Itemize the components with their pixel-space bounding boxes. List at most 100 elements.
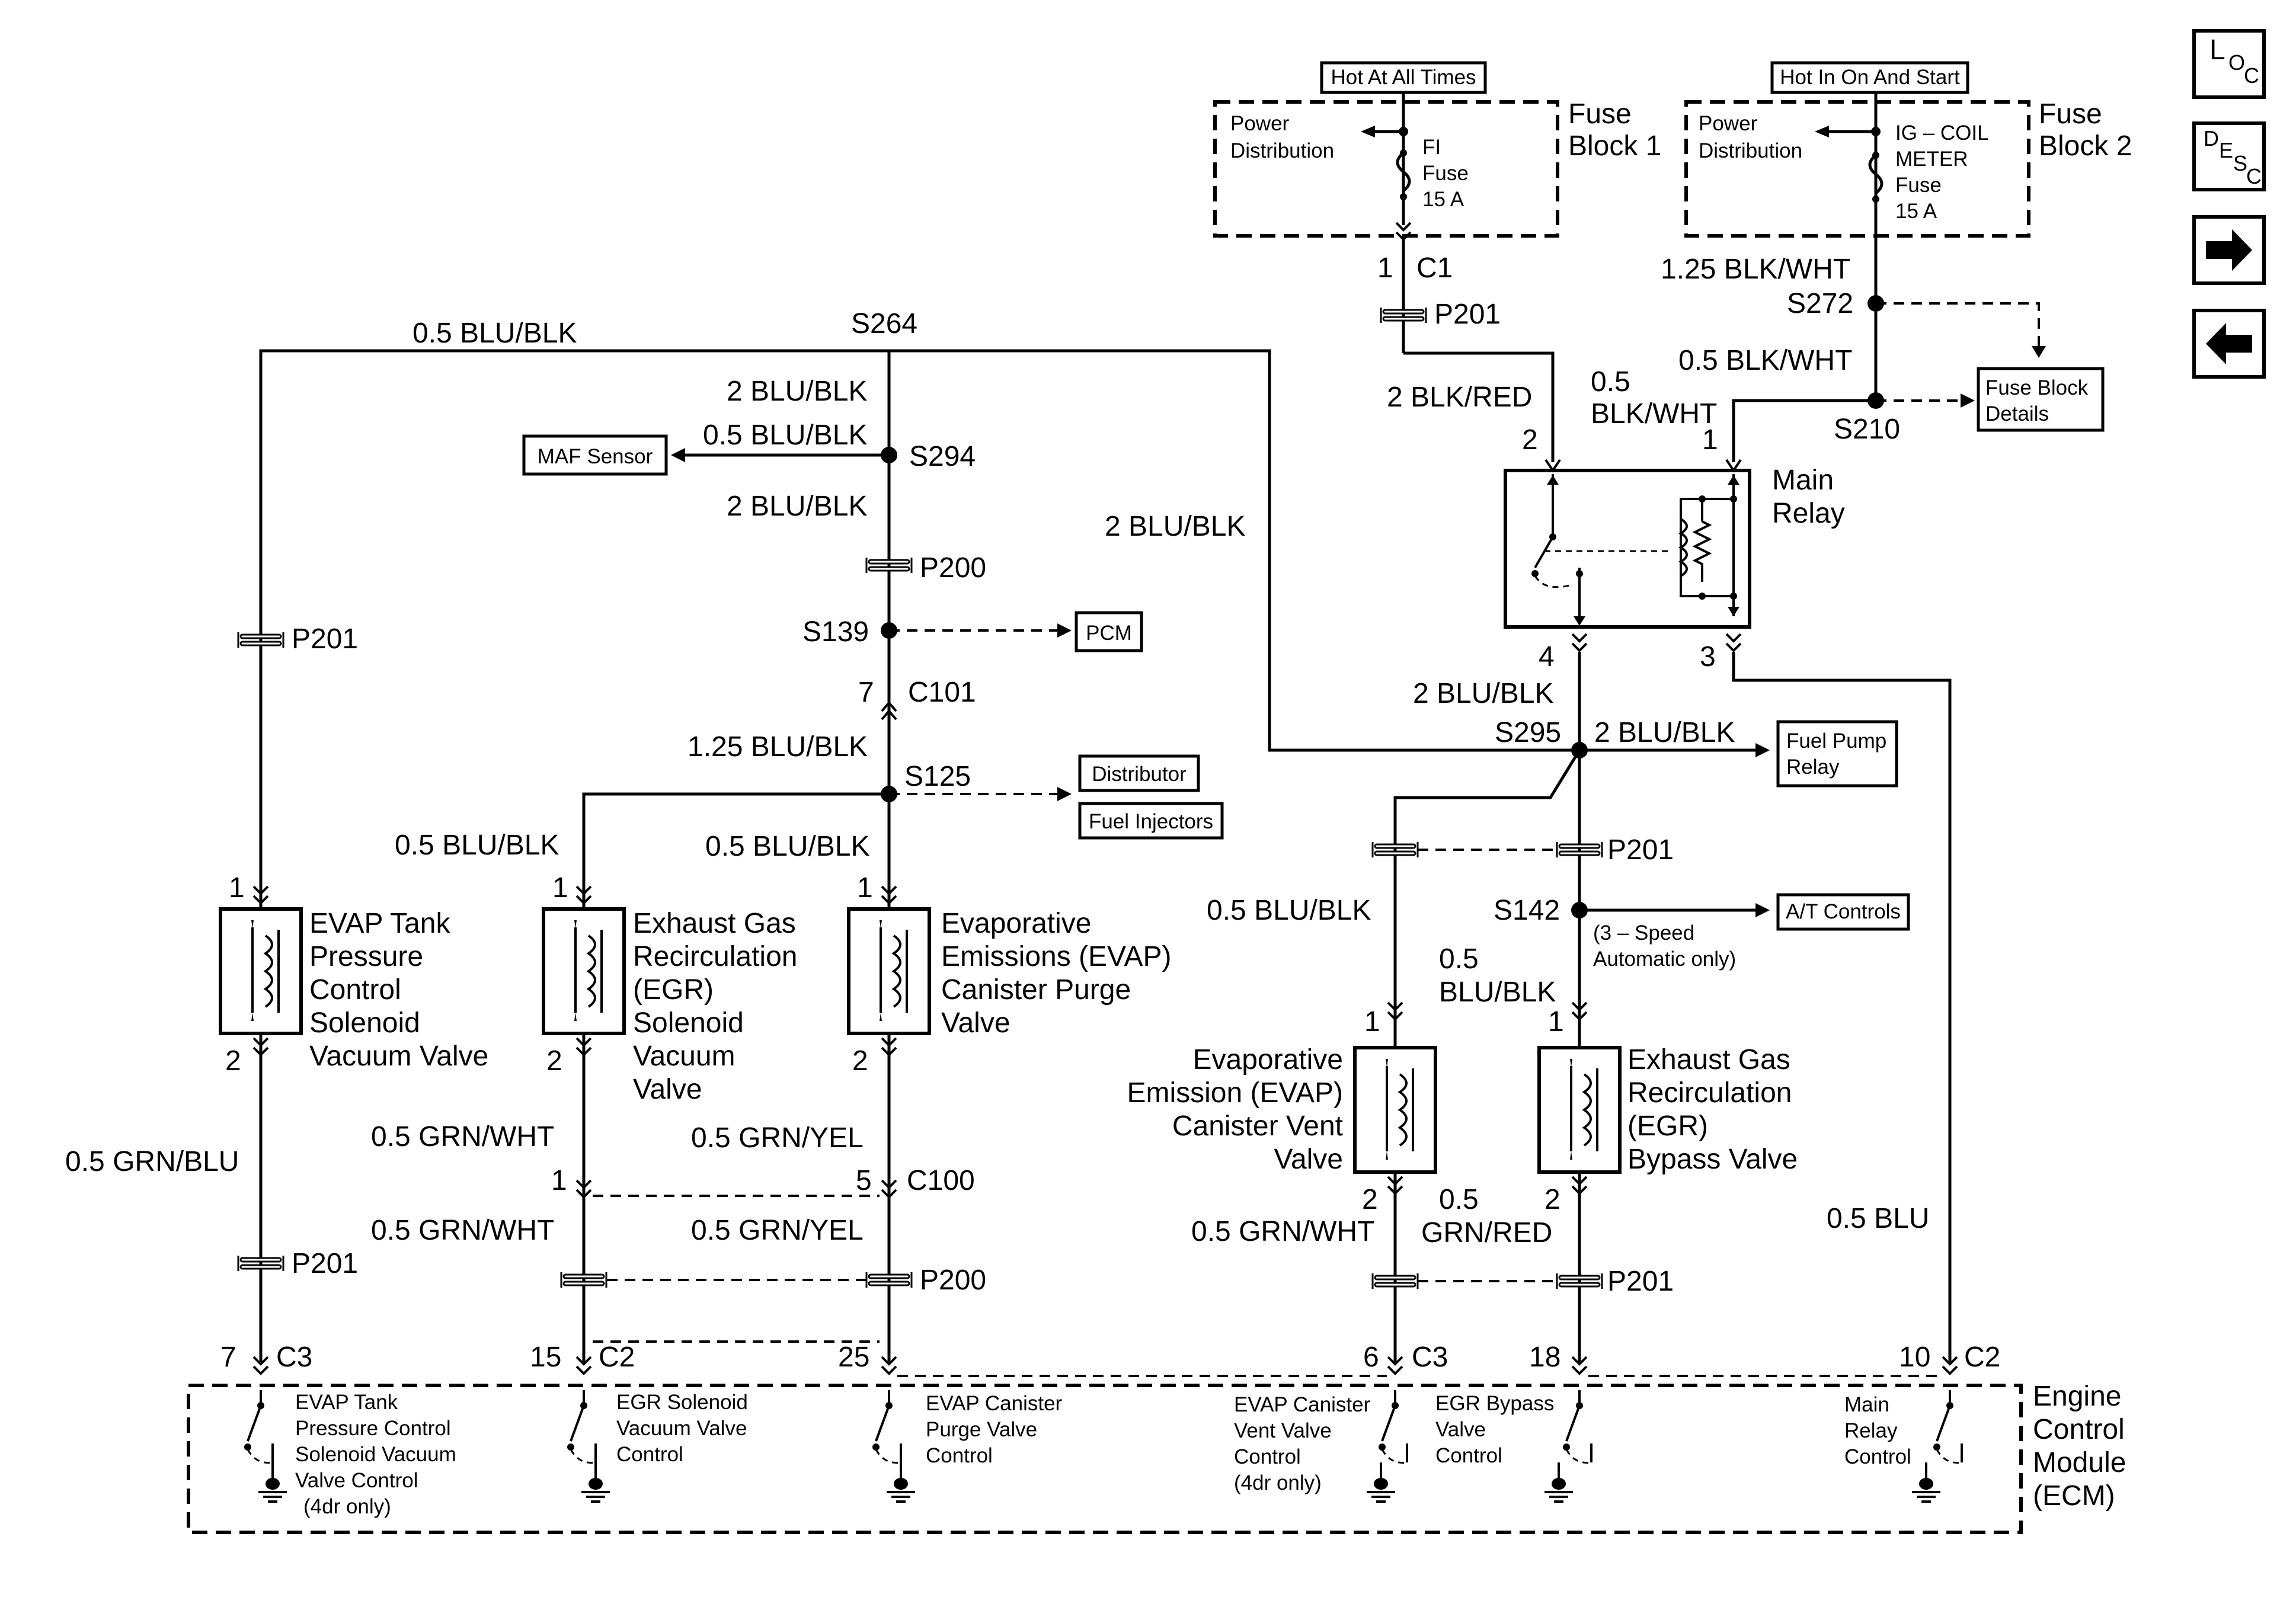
connector-c3-right: C3	[1412, 1342, 1448, 1373]
svg-text:Canister Vent: Canister Vent	[1172, 1110, 1343, 1142]
pcm-button[interactable]: PCM	[1075, 611, 1143, 652]
maf-sensor-button[interactable]: MAF Sensor	[522, 434, 668, 476]
connector-p201-fb1: P201	[1434, 299, 1501, 330]
svg-text:Exhaust Gas: Exhaust Gas	[1627, 1044, 1790, 1076]
ecm-egr-bypass-control: EGR Bypass Valve Control	[1435, 1389, 1593, 1503]
svg-text:2: 2	[1522, 424, 1538, 456]
svg-text:Control: Control	[1435, 1444, 1502, 1467]
svg-text:1: 1	[551, 1165, 567, 1196]
svg-text:(4dr only): (4dr only)	[1234, 1471, 1322, 1494]
fuse-block-details-button[interactable]: Fuse Block Details	[1977, 367, 2105, 432]
svg-text:Solenoid: Solenoid	[309, 1007, 420, 1039]
distributor-button[interactable]: Distributor	[1078, 754, 1200, 792]
svg-text:(ECM): (ECM)	[2033, 1480, 2115, 1512]
svg-text:Block 1: Block 1	[1568, 130, 1661, 162]
svg-text:1.25 BLK/WHT: 1.25 BLK/WHT	[1661, 254, 1850, 285]
hot-in-on-and-start-label: Hot In On And Start	[1780, 66, 1960, 89]
svg-text:Vacuum Valve: Vacuum Valve	[309, 1041, 488, 1072]
svg-text:Relay: Relay	[1772, 498, 1845, 529]
svg-text:Control: Control	[309, 974, 401, 1006]
svg-text:2: 2	[852, 1045, 868, 1077]
svg-text:Emission (EVAP): Emission (EVAP)	[1127, 1077, 1343, 1109]
ecm-evap-purge-control: EVAP Canister Purge Valve Control	[871, 1389, 1063, 1503]
svg-text:Vacuum: Vacuum	[633, 1041, 736, 1072]
svg-text:Power: Power	[1230, 112, 1290, 135]
svg-text:Power: Power	[1699, 112, 1758, 135]
loc-letter-c: C	[2244, 63, 2259, 88]
evap-canister-vent-valve: 1 2 Evaporative Emission (EVAP) Canister…	[1127, 1001, 1437, 1215]
svg-text:Vent Valve: Vent Valve	[1234, 1419, 1332, 1442]
splice-s264-label: S264	[851, 308, 917, 340]
svg-text:Valve: Valve	[1435, 1418, 1486, 1441]
svg-text:Automatic only): Automatic only)	[1593, 948, 1736, 971]
previous-page-button[interactable]	[2192, 309, 2266, 379]
desc-letter-e: E	[2219, 138, 2233, 162]
svg-text:(4dr only): (4dr only)	[303, 1495, 391, 1518]
svg-text:Fuel Injectors: Fuel Injectors	[1089, 810, 1213, 833]
svg-text:S295: S295	[1495, 717, 1561, 748]
svg-text:2 BLK/RED: 2 BLK/RED	[1387, 382, 1532, 413]
svg-text:4: 4	[1539, 641, 1555, 673]
svg-text:Control: Control	[616, 1443, 683, 1466]
svg-text:25: 25	[838, 1342, 869, 1373]
svg-text:1: 1	[229, 872, 245, 904]
svg-text:10: 10	[1899, 1342, 1930, 1373]
svg-text:0.5: 0.5	[1439, 1184, 1479, 1215]
loc-button[interactable]: L O C	[2192, 29, 2266, 99]
svg-text:Fuel Pump: Fuel Pump	[1786, 729, 1886, 753]
connector-p200-lower: P200	[920, 1265, 986, 1296]
svg-text:2 BLU/BLK: 2 BLU/BLK	[727, 376, 867, 407]
svg-text:0.5 BLU: 0.5 BLU	[1827, 1203, 1929, 1234]
egr-solenoid-vacuum-valve: 1 2 Exhaust Gas Recirculation (EGR) Sole…	[542, 872, 797, 1105]
svg-text:Recirculation: Recirculation	[1627, 1077, 1792, 1109]
svg-text:Relay: Relay	[1786, 756, 1840, 779]
next-page-button[interactable]	[2192, 215, 2266, 285]
svg-text:METER: METER	[1895, 148, 1968, 171]
svg-text:7: 7	[858, 677, 874, 708]
engine-control-module: Engine Control Module (ECM) EVAP Tank Pr…	[187, 1381, 2126, 1534]
fuel-injectors-button[interactable]: Fuel Injectors	[1078, 802, 1224, 840]
svg-text:EVAP Tank: EVAP Tank	[309, 908, 450, 939]
svg-text:0.5 BLU/BLK: 0.5 BLU/BLK	[703, 420, 868, 451]
svg-text:15 A: 15 A	[1895, 200, 1937, 223]
svg-text:S294: S294	[909, 441, 976, 472]
svg-text:18: 18	[1529, 1342, 1560, 1373]
svg-text:Canister Purge: Canister Purge	[941, 974, 1131, 1006]
desc-button[interactable]: D E S C	[2192, 121, 2266, 191]
svg-text:0.5 GRN/YEL: 0.5 GRN/YEL	[691, 1215, 864, 1246]
fuel-pump-relay-button[interactable]: Fuel Pump Relay	[1776, 720, 1898, 788]
svg-text:A/T Controls: A/T Controls	[1786, 900, 1901, 923]
svg-text:Fuse: Fuse	[1895, 174, 1942, 197]
at-controls-button[interactable]: A/T Controls	[1776, 893, 1910, 931]
connector-c2-right: C2	[1964, 1342, 2000, 1373]
evap-tank-pressure-solenoid: 1 2 EVAP Tank Pressure Control Solenoid …	[219, 872, 488, 1077]
connector-p201-lower-right: P201	[1607, 1266, 1674, 1297]
svg-text:EVAP Tank: EVAP Tank	[295, 1391, 398, 1414]
ecm-title: Engine	[2033, 1381, 2121, 1412]
desc-letter-d: D	[2204, 126, 2219, 151]
svg-text:Evaporative: Evaporative	[941, 908, 1091, 939]
svg-text:Exhaust Gas: Exhaust Gas	[633, 908, 796, 939]
svg-text:2: 2	[225, 1045, 241, 1077]
svg-text:1: 1	[1364, 1006, 1380, 1038]
svg-text:Valve: Valve	[633, 1074, 702, 1105]
svg-text:Evaporative: Evaporative	[1193, 1044, 1343, 1076]
svg-text:(3 – Speed: (3 – Speed	[1593, 921, 1694, 945]
svg-text:7: 7	[220, 1342, 236, 1373]
svg-text:2: 2	[546, 1045, 562, 1077]
svg-text:0.5 BLU/BLK: 0.5 BLU/BLK	[1207, 895, 1371, 926]
svg-text:0.5 BLU/BLK: 0.5 BLU/BLK	[395, 830, 559, 861]
svg-text:S272: S272	[1787, 288, 1853, 319]
svg-text:Fuse Block: Fuse Block	[1985, 376, 2089, 399]
svg-text:Control: Control	[1234, 1445, 1301, 1468]
main-relay: Main Relay	[1504, 459, 1845, 629]
svg-text:1.25 BLU/BLK: 1.25 BLU/BLK	[687, 731, 868, 763]
loc-letter-o: O	[2228, 50, 2245, 75]
fuse-block-1: Hot At All Times Fuse Block 1 Power Dist…	[1213, 61, 1661, 238]
svg-text:EVAP Canister: EVAP Canister	[1234, 1393, 1371, 1416]
arrow-left-icon	[2206, 323, 2252, 364]
svg-text:(EGR): (EGR)	[1627, 1110, 1708, 1142]
svg-text:BLU/BLK: BLU/BLK	[1439, 977, 1556, 1008]
svg-text:Pressure: Pressure	[309, 941, 423, 972]
svg-text:BLK/WHT: BLK/WHT	[1591, 398, 1717, 430]
